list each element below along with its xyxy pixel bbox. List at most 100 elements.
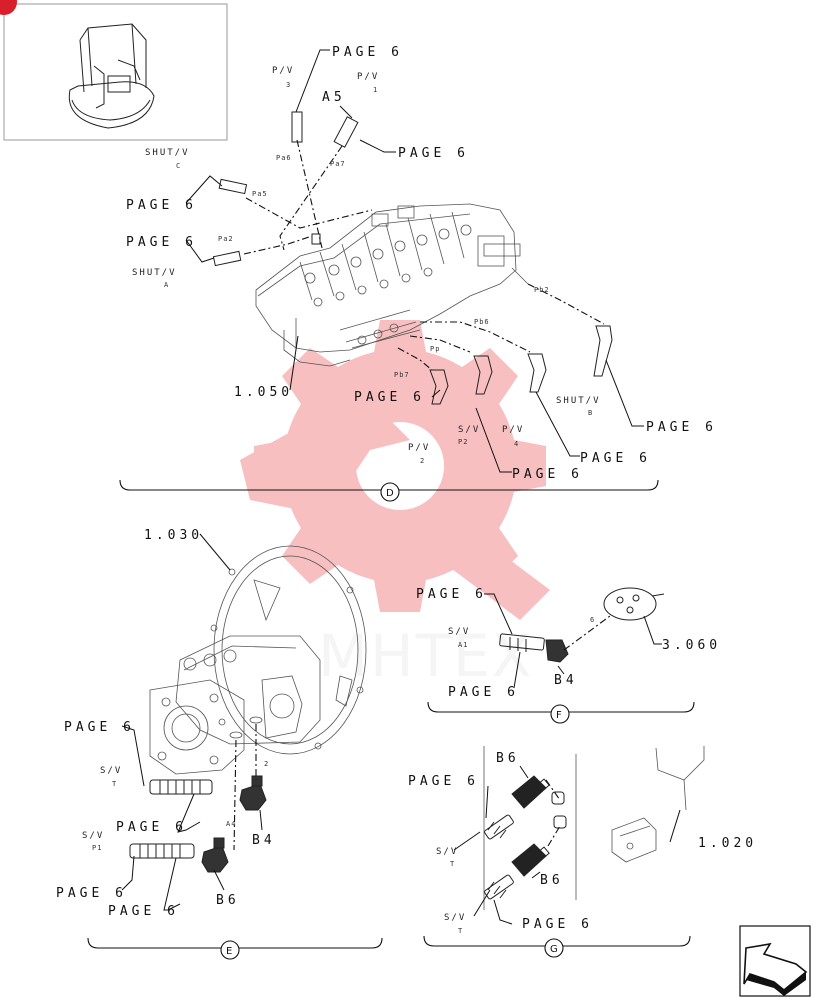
label-pv3-num: 3 xyxy=(286,81,291,89)
label-pv1: P/V xyxy=(357,72,379,82)
label-page6-3: PAGE 6 xyxy=(56,886,127,901)
label-ref-3060: 3.060 xyxy=(662,638,721,653)
label-sv-p2-sub: P2 xyxy=(458,438,468,446)
section-f-id: F xyxy=(556,710,562,721)
return-arrow-icon xyxy=(743,942,808,996)
label-sv-a1: S/V xyxy=(448,627,470,637)
machine-thumbnail xyxy=(0,0,228,141)
corner-badge-icon xyxy=(0,0,17,15)
section-f-bracket: F xyxy=(427,701,695,724)
section-g-id: G xyxy=(550,944,558,955)
label-pp: Pp xyxy=(430,345,440,353)
label-page6-1: PAGE 6 xyxy=(64,720,135,735)
label-page6-right-top: PAGE 6 xyxy=(398,146,469,161)
label-a5: A5 xyxy=(322,90,346,105)
leader-lines-d xyxy=(185,49,644,473)
labels-g: B6 PAGE 6 1.020 S/V T B6 S/V T PAGE 6 xyxy=(408,751,757,935)
label-pv4: P/V xyxy=(502,425,524,435)
section-f-marker xyxy=(550,704,570,724)
label-pv3: P/V xyxy=(272,66,294,76)
label-num-2: 2 xyxy=(264,760,269,768)
label-page6-left-1: PAGE 6 xyxy=(126,198,197,213)
watermark-text: MHTEX xyxy=(318,622,533,690)
label-sv-t2-sub: T xyxy=(458,927,463,935)
label-page6-right: PAGE 6 xyxy=(646,420,717,435)
hose-routes-e xyxy=(233,724,257,851)
watermark: MHTEX xyxy=(240,320,550,690)
label-sv-t1-sub: T xyxy=(450,860,455,868)
section-f: PAGE 6 S/V A1 6 3.060 B4 PAGE 6 F xyxy=(416,587,721,724)
label-page6-2: PAGE 6 xyxy=(522,917,593,932)
section-g: B6 PAGE 6 1.020 S/V T B6 S/V T PAGE 6 G xyxy=(408,746,757,958)
labels-e: 1.030 PAGE 6 S/V T PAGE 6 A4 2 B4 S/V P1… xyxy=(56,528,276,919)
label-page6-2: PAGE 6 xyxy=(116,820,187,835)
hose-routes-d xyxy=(243,139,605,371)
section-e-marker xyxy=(220,940,240,960)
label-sv-t1: S/V xyxy=(436,847,458,857)
hose-routes-f xyxy=(563,615,611,651)
label-pa6: Pa6 xyxy=(276,154,292,162)
label-page6-1: PAGE 6 xyxy=(416,587,487,602)
label-pb2: Pb2 xyxy=(534,286,550,294)
label-sv-t: S/V xyxy=(100,766,122,776)
label-page6-left-2: PAGE 6 xyxy=(126,235,197,250)
leader-lines-f xyxy=(484,593,662,689)
section-d: PAGE 6 P/V 3 P/V 1 A5 PAGE 6 Pa6 Pa7 SHU… xyxy=(119,45,717,502)
label-b4: B4 xyxy=(554,673,578,688)
label-page6-r2: PAGE 6 xyxy=(580,451,651,466)
hydraulic-pump-assembly xyxy=(149,545,367,775)
label-sv-t-sub: T xyxy=(112,780,117,788)
section-d-marker xyxy=(380,482,400,502)
section-e: 1.030 PAGE 6 S/V T PAGE 6 A4 2 B4 S/V P1… xyxy=(56,528,383,960)
label-pa5: Pa5 xyxy=(252,190,268,198)
return-arrow-button[interactable] xyxy=(739,925,811,997)
label-ref-1050: 1.050 xyxy=(234,385,293,400)
section-d-id: D xyxy=(386,488,394,499)
section-g-marker xyxy=(544,938,564,958)
section-e-bracket: E xyxy=(87,937,383,960)
label-sv-p1: S/V xyxy=(82,831,104,841)
fittings-f xyxy=(499,587,665,663)
section-g-bracket: G xyxy=(423,935,691,958)
label-page6-top: PAGE 6 xyxy=(332,45,403,60)
section-d-bracket: D xyxy=(119,479,659,502)
label-a4: A4 xyxy=(226,820,236,828)
label-sv-t2: S/V xyxy=(444,913,466,923)
label-page6-r3: PAGE 6 xyxy=(512,467,583,482)
leader-lines-e xyxy=(121,533,263,911)
gear-hand-logo-icon xyxy=(240,320,550,620)
label-pb6: Pb6 xyxy=(474,318,490,326)
label-pv2: P/V xyxy=(408,443,430,453)
label-b4: B4 xyxy=(252,833,276,848)
fittings-e xyxy=(129,775,267,873)
label-page6-1: PAGE 6 xyxy=(408,774,479,789)
labels-d: PAGE 6 P/V 3 P/V 1 A5 PAGE 6 Pa6 Pa7 SHU… xyxy=(126,45,717,482)
leader-lines-g xyxy=(453,765,681,925)
label-b6-bottom: B6 xyxy=(540,873,564,888)
label-sv-a1-sub: A1 xyxy=(458,641,468,649)
label-shutv-c: SHUT/V xyxy=(145,148,190,158)
label-num-6: 6 xyxy=(590,616,595,624)
label-pb7: Pb7 xyxy=(394,371,410,379)
control-valve-assembly xyxy=(255,203,529,367)
label-pa2: Pa2 xyxy=(218,235,234,243)
label-pa7: Pa7 xyxy=(330,160,346,168)
label-shutv-b-sub: B xyxy=(588,409,593,417)
label-b6: B6 xyxy=(216,893,240,908)
section-e-id: E xyxy=(226,946,232,957)
hose-routes-g xyxy=(545,779,561,847)
label-sv-p1-sub: P1 xyxy=(92,844,102,852)
label-pv1-num: 1 xyxy=(373,86,378,94)
label-shutv-a: SHUT/V xyxy=(132,268,177,278)
fittings-d xyxy=(212,111,613,405)
label-shutv-b: SHUT/V xyxy=(556,396,601,406)
fittings-g xyxy=(484,775,567,900)
label-sv-p2: S/V xyxy=(458,425,480,435)
label-shutv-c-sub: C xyxy=(176,162,181,170)
label-pv4-num: 4 xyxy=(514,440,519,448)
panel-outline-g xyxy=(483,746,705,910)
label-page6-2: PAGE 6 xyxy=(448,685,519,700)
label-ref-1020: 1.020 xyxy=(698,836,757,851)
label-ref-1030: 1.030 xyxy=(144,528,203,543)
